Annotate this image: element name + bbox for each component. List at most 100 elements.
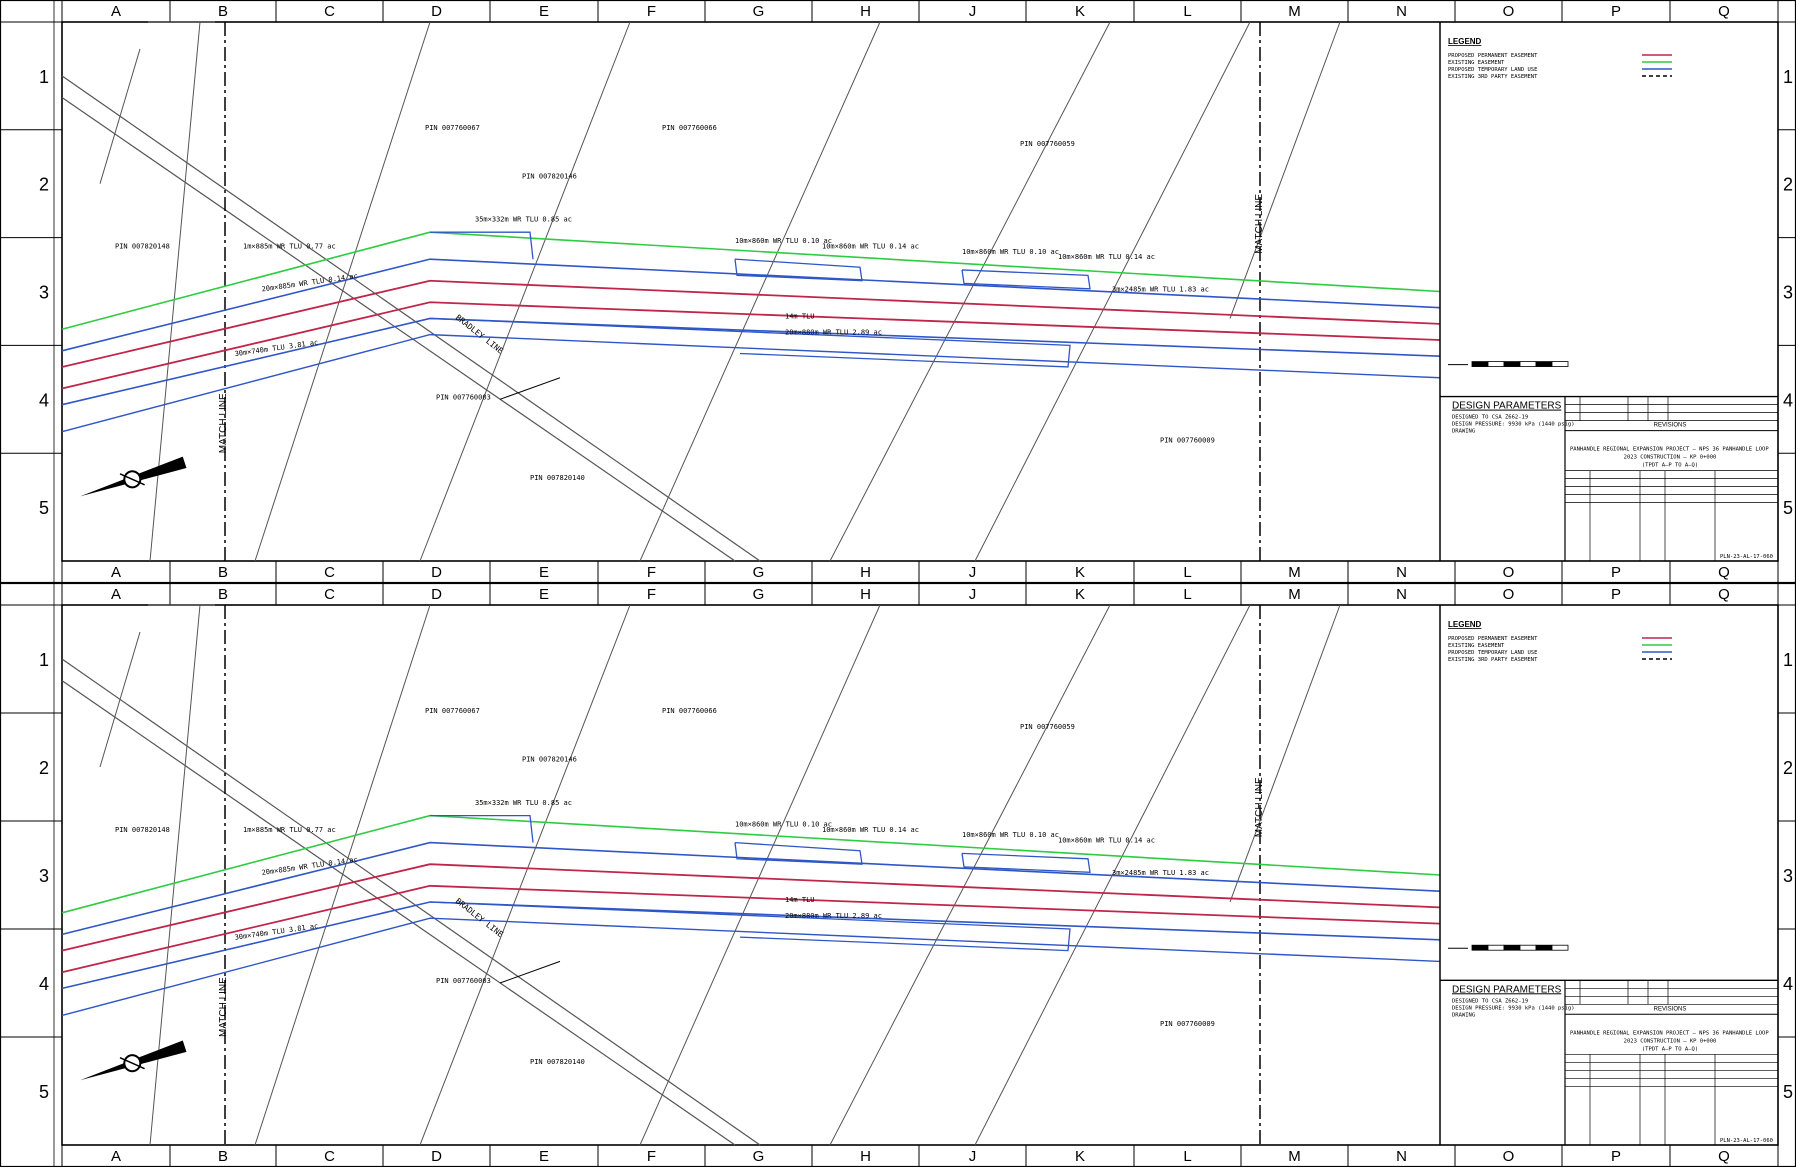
scale-bar-segment xyxy=(1487,944,1505,951)
row-label-right-3: 3 xyxy=(1783,866,1793,886)
row-label-4: 4 xyxy=(39,390,49,410)
column-label-Q: Q xyxy=(1718,586,1730,603)
column-label-H: H xyxy=(860,586,871,603)
callout-label: 10m×860m WR TLU 0.14 ac xyxy=(822,242,919,250)
road-edge xyxy=(61,75,761,562)
project-subtitle: 2023 CONSTRUCTION – KP 0+000 xyxy=(1624,1038,1717,1044)
scale-bar-segment xyxy=(1487,361,1505,367)
legend-item: EXISTING 3RD PARTY EASEMENT xyxy=(1448,657,1538,663)
design-parameters-title: DESIGN PARAMETERS xyxy=(1452,401,1562,412)
column-label-K: K xyxy=(1075,1148,1085,1165)
scale-bar-segment xyxy=(1551,361,1569,367)
project-title: PANHANDLE REGIONAL EXPANSION PROJECT – N… xyxy=(1570,1030,1769,1036)
pin-label: PIN 007760003 xyxy=(436,977,491,985)
workspace-box xyxy=(961,269,1091,290)
column-label-P: P xyxy=(1611,3,1621,20)
scale-bar-segment xyxy=(1519,361,1537,367)
callout-label: 20m×880m WR TLU 2.89 ac xyxy=(785,329,882,337)
legend-item: EXISTING EASEMENT xyxy=(1448,643,1505,649)
column-label-M: M xyxy=(1288,3,1301,20)
legend-item: EXISTING 3RD PARTY EASEMENT xyxy=(1448,74,1538,80)
column-label-G: G xyxy=(753,3,765,20)
scale-bar xyxy=(1448,944,1569,951)
legend-title: LEGEND xyxy=(1448,620,1482,629)
proposed-permanent-easement-line xyxy=(61,863,1441,952)
callout-label: 20m×880m WR TLU 2.89 ac xyxy=(785,912,882,920)
scale-bar xyxy=(1448,361,1569,367)
column-label-O: O xyxy=(1503,586,1515,603)
column-label-F: F xyxy=(647,3,656,20)
pin-label: PIN 007820140 xyxy=(530,1058,585,1066)
column-label-P: P xyxy=(1611,564,1621,581)
drawing-border xyxy=(61,21,1779,562)
north-arrow-icon xyxy=(80,1040,187,1081)
pin-label: PIN 007760066 xyxy=(662,707,717,715)
row-label-right-3: 3 xyxy=(1783,283,1793,303)
workspace-box xyxy=(961,852,1091,873)
road-edge xyxy=(61,680,736,1146)
workspace-box xyxy=(734,258,863,282)
pin-label: PIN 007760009 xyxy=(1160,1020,1215,1028)
match-line-label: MATCH LINE xyxy=(218,393,229,453)
drawing-number: PLN-23-AL-17-060 xyxy=(1720,554,1773,560)
project-title: PANHANDLE REGIONAL EXPANSION PROJECT – N… xyxy=(1570,447,1769,453)
project-range: (TPDT A–P TO A–Q) xyxy=(1642,463,1698,469)
property-line xyxy=(639,604,881,1146)
column-label-O: O xyxy=(1503,564,1515,581)
column-label-Q: Q xyxy=(1718,1148,1730,1165)
revisions-label: REVISIONS xyxy=(1654,1006,1687,1012)
north-arrow-cross xyxy=(119,473,145,486)
column-label-K: K xyxy=(1075,3,1085,20)
pin-label: PIN 007760066 xyxy=(662,124,717,132)
project-range: (TPDT A–P TO A–Q) xyxy=(1642,1046,1698,1052)
column-label-O: O xyxy=(1503,3,1515,20)
callout-label: 14m TLU xyxy=(785,896,815,904)
design-parameter-item: DESIGNED TO CSA Z662-19 xyxy=(1452,998,1528,1004)
column-label-G: G xyxy=(753,586,765,603)
column-label-A: A xyxy=(111,3,121,20)
design-parameter-item: DRAWING xyxy=(1452,1012,1475,1018)
column-label-D: D xyxy=(431,564,442,581)
workspace-box xyxy=(429,317,1071,368)
row-label-right-4: 4 xyxy=(1783,390,1793,410)
scale-bar-segment xyxy=(1551,944,1569,951)
column-label-E: E xyxy=(539,1148,549,1165)
callout-label: 1m×885m WR TLU 0.77 ac xyxy=(243,826,336,834)
drawing-border xyxy=(61,604,1779,1146)
pin-label: PIN 007820148 xyxy=(115,242,170,250)
property-line xyxy=(254,21,431,562)
column-label-F: F xyxy=(647,564,656,581)
road-edge xyxy=(61,658,761,1146)
property-line xyxy=(829,21,1111,562)
column-label-J: J xyxy=(969,3,977,20)
callout-label: 1m×885m WR TLU 0.77 ac xyxy=(243,242,336,250)
row-label-right-1: 1 xyxy=(1783,650,1793,670)
callout-label: 3m×2485m WR TLU 1.83 ac xyxy=(1112,286,1209,294)
callout-label: 14m TLU xyxy=(785,312,815,320)
row-label-right-1: 1 xyxy=(1783,67,1793,87)
column-label-N: N xyxy=(1396,3,1407,20)
column-label-C: C xyxy=(324,586,335,603)
row-label-4: 4 xyxy=(39,974,49,994)
leader-line xyxy=(499,960,561,984)
proposed-permanent-easement-line xyxy=(61,301,1441,390)
column-label-P: P xyxy=(1611,1148,1621,1165)
row-label-1: 1 xyxy=(39,67,49,87)
row-label-right-4: 4 xyxy=(1783,974,1793,994)
workspace-box xyxy=(429,901,1071,952)
column-label-G: G xyxy=(753,1148,765,1165)
pin-label: PIN 007820140 xyxy=(530,474,585,482)
column-label-Q: Q xyxy=(1718,3,1730,20)
callout-label: 10m×860m WR TLU 0.14 ac xyxy=(822,826,919,834)
legend-item: PROPOSED TEMPORARY LAND USE xyxy=(1448,650,1537,656)
proposed-permanent-easement-line xyxy=(61,279,1441,368)
callout-label: 10m×860m WR TLU 0.14 ac xyxy=(1058,253,1155,261)
column-label-H: H xyxy=(860,3,871,20)
scale-bar-segment xyxy=(1535,361,1553,367)
row-label-right-2: 2 xyxy=(1783,175,1793,195)
pin-label: PIN 007820146 xyxy=(522,172,577,180)
